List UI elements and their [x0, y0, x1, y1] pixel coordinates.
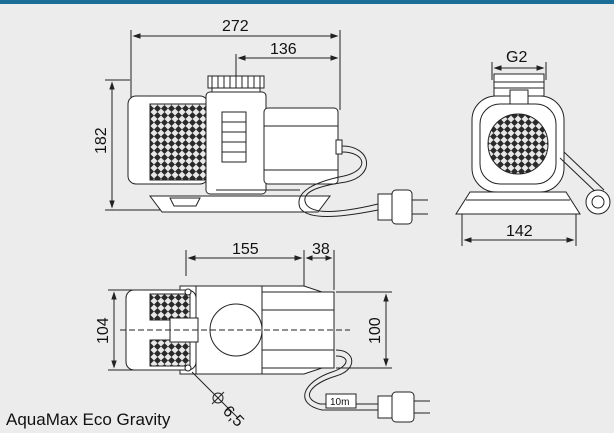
dim-top-depth: 100	[367, 317, 384, 344]
dim-front-thread: G2	[506, 49, 527, 66]
dim-hole-diameter: 6,5	[219, 403, 247, 431]
dim-side-outlet-offset: 136	[270, 41, 297, 58]
dim-top-length: 155	[232, 241, 259, 258]
dim-top-front: 38	[312, 241, 330, 258]
dim-front-width: 142	[506, 223, 533, 240]
top-view	[108, 250, 430, 423]
dim-side-width: 272	[222, 18, 249, 35]
product-caption: AquaMax Eco Gravity	[6, 410, 171, 429]
dim-side-height: 182	[93, 127, 110, 154]
accent-bar	[0, 0, 614, 4]
front-view	[455, 62, 611, 246]
side-view	[105, 30, 428, 225]
cable-length-label: 10m	[330, 397, 349, 408]
dim-top-width: 104	[95, 317, 112, 344]
